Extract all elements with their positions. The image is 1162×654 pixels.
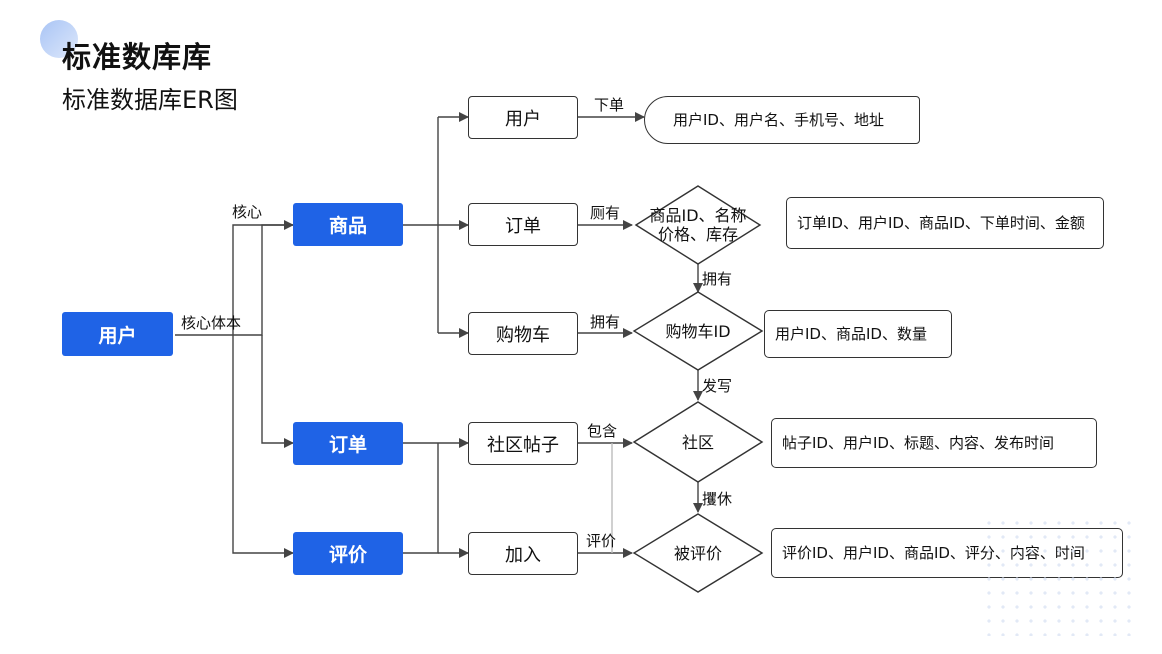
label-contains: 包含 [587,422,618,440]
entity-review[interactable]: 评价 [293,532,403,575]
box-community-post[interactable]: 社区帖子 [468,422,578,465]
decorative-dot-pattern [982,516,1132,636]
edge-review-trunk [403,443,439,554]
diamond-reviewed [632,513,764,593]
label-place-order: 下单 [594,96,625,114]
label-rank: 攫休 [702,490,733,508]
edge-core-product [232,220,294,540]
edge-core-review [232,540,294,558]
entity-user[interactable]: 用户 [62,312,173,356]
diamond-community-text: 社区 [681,432,714,452]
diamond-cart-text: 购物车ID [665,321,731,341]
diamond-product-text: 商品ID、名称 价格、库存 [649,206,747,244]
entity-product[interactable]: 商品 [293,203,403,246]
page-subtitle: 标准数据库ER图 [62,86,238,114]
box-order[interactable]: 订单 [468,203,578,246]
diamond-community [632,401,764,483]
label-write: 发写 [702,377,733,395]
title-decoration [40,20,78,58]
attr-post: 帖子ID、用户ID、标题、内容、发布时间 [771,418,1097,468]
diamond-cart [632,291,764,371]
attr-cart: 用户ID、商品ID、数量 [764,310,952,358]
diamond-reviewed-text: 被评价 [673,543,722,563]
label-own-2: 拥有 [702,270,733,288]
label-review: 评价 [586,532,617,550]
box-user[interactable]: 用户 [468,96,578,139]
attr-order: 订单ID、用户ID、商品ID、下单时间、金额 [786,197,1104,249]
edge-user-order [261,335,294,448]
label-own-3: 拥有 [590,313,621,331]
attr-user: 用户ID、用户名、手机号、地址 [644,96,920,144]
label-core-body: 核心体本 [181,314,242,332]
diamond-product [634,185,762,265]
box-cart[interactable]: 购物车 [468,312,578,355]
entity-order[interactable]: 订单 [293,422,403,465]
box-join[interactable]: 加入 [468,532,578,575]
label-own-1: 厕有 [590,204,621,222]
page-title: 标准数库库 [62,40,213,74]
label-core: 核心 [232,203,263,221]
